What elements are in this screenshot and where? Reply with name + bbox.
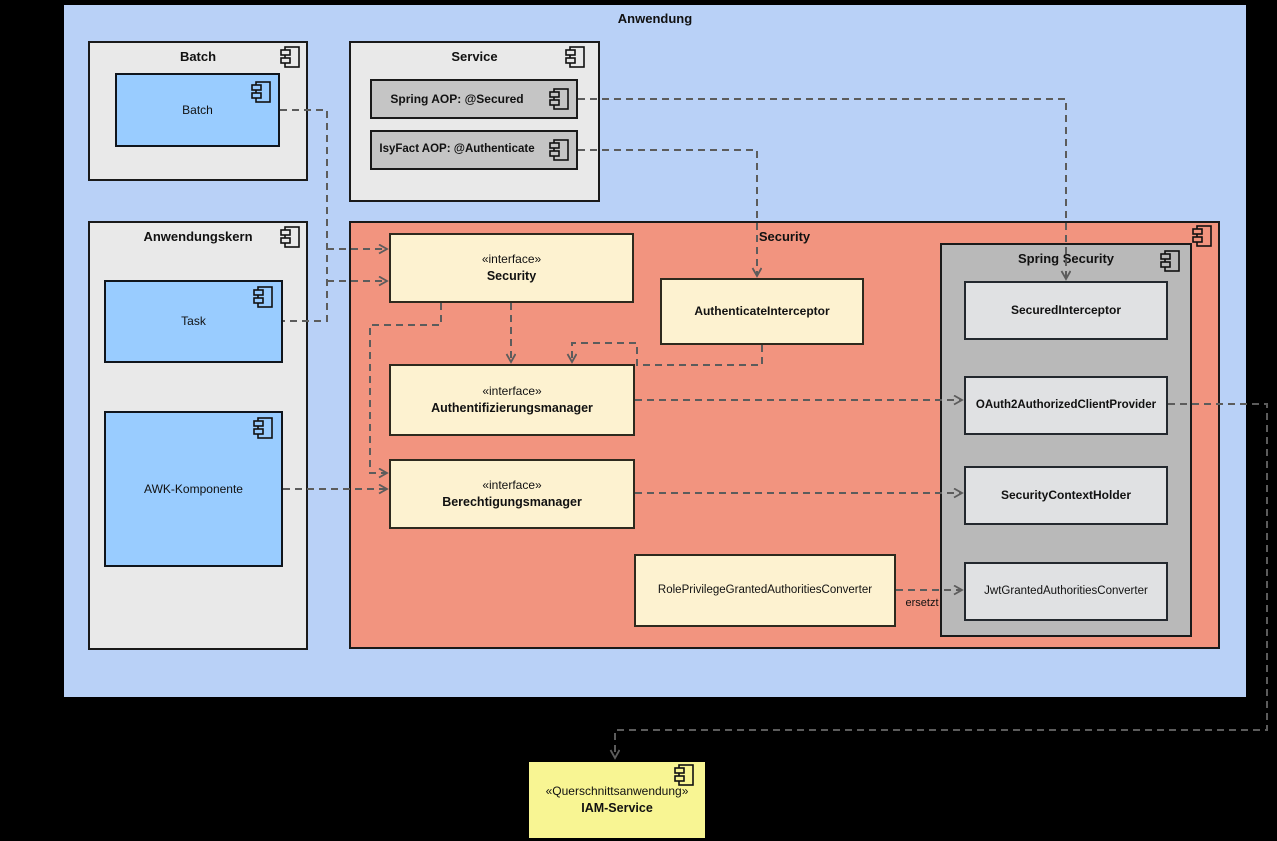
isyfact-aop-authenticate-component: IsyFact AOP: @Authenticate	[370, 130, 578, 170]
batch-container-title: Batch	[179, 49, 217, 64]
authenticate-interceptor: AuthenticateInterceptor	[660, 278, 864, 345]
interface-berechtigungsmanager: «interface» Berechtigungsmanager	[389, 459, 635, 529]
component-icon	[549, 139, 569, 161]
jwt-granted-authorities-converter-label: JwtGrantedAuthoritiesConverter	[984, 584, 1148, 597]
task-component-label: Task	[181, 314, 206, 329]
interface-security-stereotype: «interface»	[481, 251, 542, 266]
isyfact-aop-authenticate-label: IsyFact AOP: @Authenticate	[379, 143, 535, 156]
component-icon	[280, 46, 300, 68]
service-container: Service	[349, 41, 600, 202]
role-privilege-converter: RolePrivilegeGrantedAuthoritiesConverter	[634, 554, 896, 627]
interface-security: «interface» Security	[389, 233, 634, 303]
component-icon	[253, 417, 273, 439]
component-icon	[280, 226, 300, 248]
edge-label-ersetzt: ersetzt	[905, 597, 939, 609]
spring-aop-secured-component: Spring AOP: @Secured	[370, 79, 578, 119]
component-icon	[253, 286, 273, 308]
secured-interceptor-label: SecuredInterceptor	[1010, 303, 1122, 318]
component-icon	[1160, 250, 1180, 272]
awk-komponente-component: AWK-Komponente	[104, 411, 283, 567]
interface-authentifizierungsmanager-name: Authentifizierungsmanager	[431, 400, 593, 415]
iam-service-component: «Querschnittsanwendung» IAM-Service	[527, 760, 707, 840]
role-privilege-converter-label: RolePrivilegeGrantedAuthoritiesConverter	[657, 583, 873, 596]
oauth2-authorized-client-provider-component: OAuth2AuthorizedClientProvider	[964, 376, 1168, 435]
authenticate-interceptor-label: AuthenticateInterceptor	[694, 304, 830, 319]
batch-component: Batch	[115, 73, 280, 147]
anwendung-title: Anwendung	[617, 11, 693, 26]
iam-service-name: IAM-Service	[581, 800, 653, 815]
anwendungskern-container-title: Anwendungskern	[143, 229, 253, 244]
security-context-holder-component: SecurityContextHolder	[964, 466, 1168, 525]
task-component: Task	[104, 280, 283, 363]
component-icon	[1192, 225, 1212, 247]
awk-komponente-label: AWK-Komponente	[144, 481, 243, 496]
iam-service-stereotype: «Querschnittsanwendung»	[545, 783, 689, 798]
security-context-holder-label: SecurityContextHolder	[1000, 488, 1132, 503]
component-icon	[251, 81, 271, 103]
service-container-title: Service	[451, 49, 498, 64]
component-icon	[549, 88, 569, 110]
spring-security-title: Spring Security	[1017, 251, 1115, 266]
component-icon	[674, 764, 694, 786]
secured-interceptor-component: SecuredInterceptor	[964, 281, 1168, 340]
interface-berechtigungsmanager-stereotype: «interface»	[482, 477, 542, 492]
spring-aop-secured-label: Spring AOP: @Secured	[390, 91, 524, 106]
interface-authentifizierungsmanager-stereotype: «interface»	[482, 383, 542, 398]
jwt-granted-authorities-converter-component: JwtGrantedAuthoritiesConverter	[964, 562, 1168, 621]
component-icon	[565, 46, 585, 68]
oauth2-authorized-client-provider-label: OAuth2AuthorizedClientProvider	[975, 398, 1157, 411]
interface-berechtigungsmanager-name: Berechtigungsmanager	[442, 494, 582, 509]
interface-security-name: Security	[486, 268, 537, 283]
batch-component-label: Batch	[182, 102, 213, 117]
interface-authentifizierungsmanager: «interface» Authentifizierungsmanager	[389, 364, 635, 436]
